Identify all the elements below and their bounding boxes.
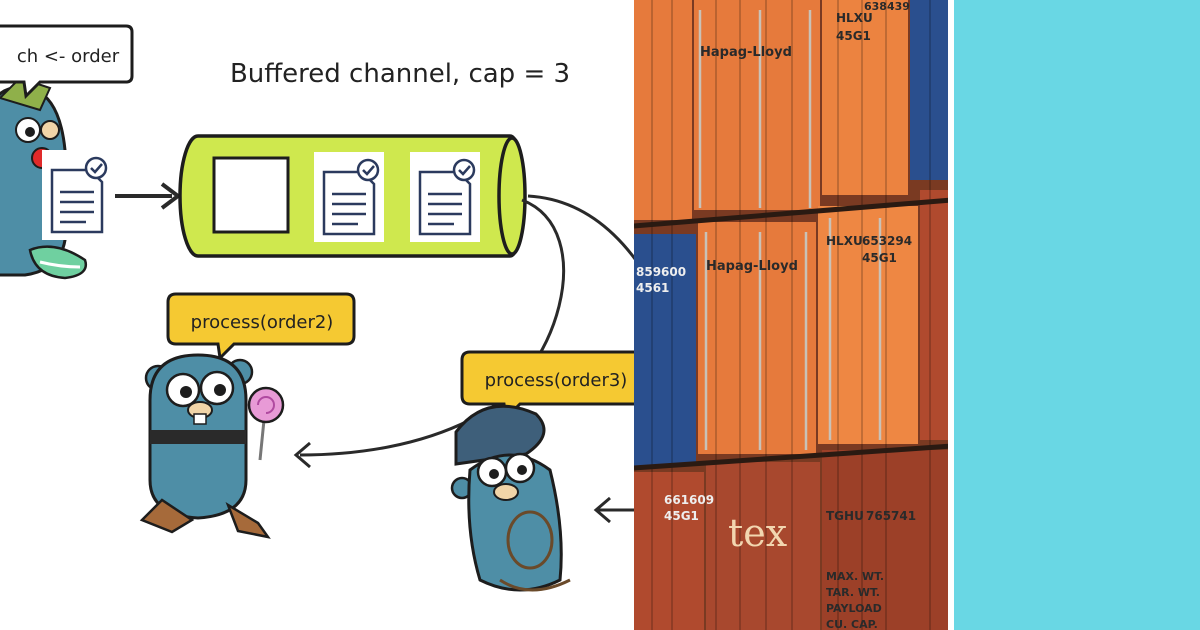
worker2-bubble-text: process(order3) <box>485 370 628 391</box>
empty-buffer-slot <box>212 156 290 234</box>
container-text: PAYLOAD <box>826 602 882 615</box>
container-text: Hapag-Lloyd <box>700 45 792 60</box>
container-text: TAR. WT. <box>826 586 880 599</box>
worker1-speech-bubble: process(order2) <box>166 292 356 362</box>
send-arrow <box>115 182 182 210</box>
buffer-slot-order <box>312 150 386 244</box>
container-text: CU. CAP. <box>826 618 878 630</box>
container-brand-text: tex <box>728 511 787 555</box>
container-text: 45G1 <box>836 29 871 43</box>
document-check-icon <box>408 150 482 244</box>
container-text: TGHU <box>826 509 864 523</box>
container-text: 661609 <box>664 493 714 507</box>
container-text: HLXU <box>826 234 863 248</box>
worker1-bubble-text: process(order2) <box>191 312 334 333</box>
container-text: HLXU <box>836 11 873 25</box>
send-bubble-text: ch <- order <box>17 46 120 67</box>
document-check-icon <box>312 150 386 244</box>
container-text: 765741 <box>866 509 916 523</box>
send-speech-bubble: ch <- order <box>0 24 134 100</box>
channel-diagram: ch <- order Buffered channel, cap = 3 <box>0 24 634 592</box>
lasso-icon <box>499 510 571 592</box>
container-text: 653294 <box>862 234 912 248</box>
container-text: 45G1 <box>862 251 897 265</box>
worker-gopher-icon <box>450 404 563 592</box>
container-text: Hapag-Lloyd <box>706 259 798 274</box>
accent-panel <box>954 0 1200 630</box>
document-check-icon <box>40 148 114 242</box>
container-text: 859600 <box>636 265 686 279</box>
container-text: 638439 <box>864 0 910 13</box>
buffered-channel-pipe <box>178 134 527 258</box>
buffer-slot-order <box>408 150 482 244</box>
shipping-containers-photo: Hapag-Lloyd HLXU 638439 45G1 Hapag-Lloyd… <box>634 0 952 630</box>
diagram-title: Buffered channel, cap = 3 <box>230 59 570 89</box>
container-text: 4561 <box>636 281 669 295</box>
panel-divider <box>948 0 954 630</box>
worker-gopher-icon <box>139 353 271 539</box>
container-text: MAX. WT. <box>826 570 884 583</box>
lollipop-icon <box>247 386 285 461</box>
container-text: 45G1 <box>664 509 699 523</box>
